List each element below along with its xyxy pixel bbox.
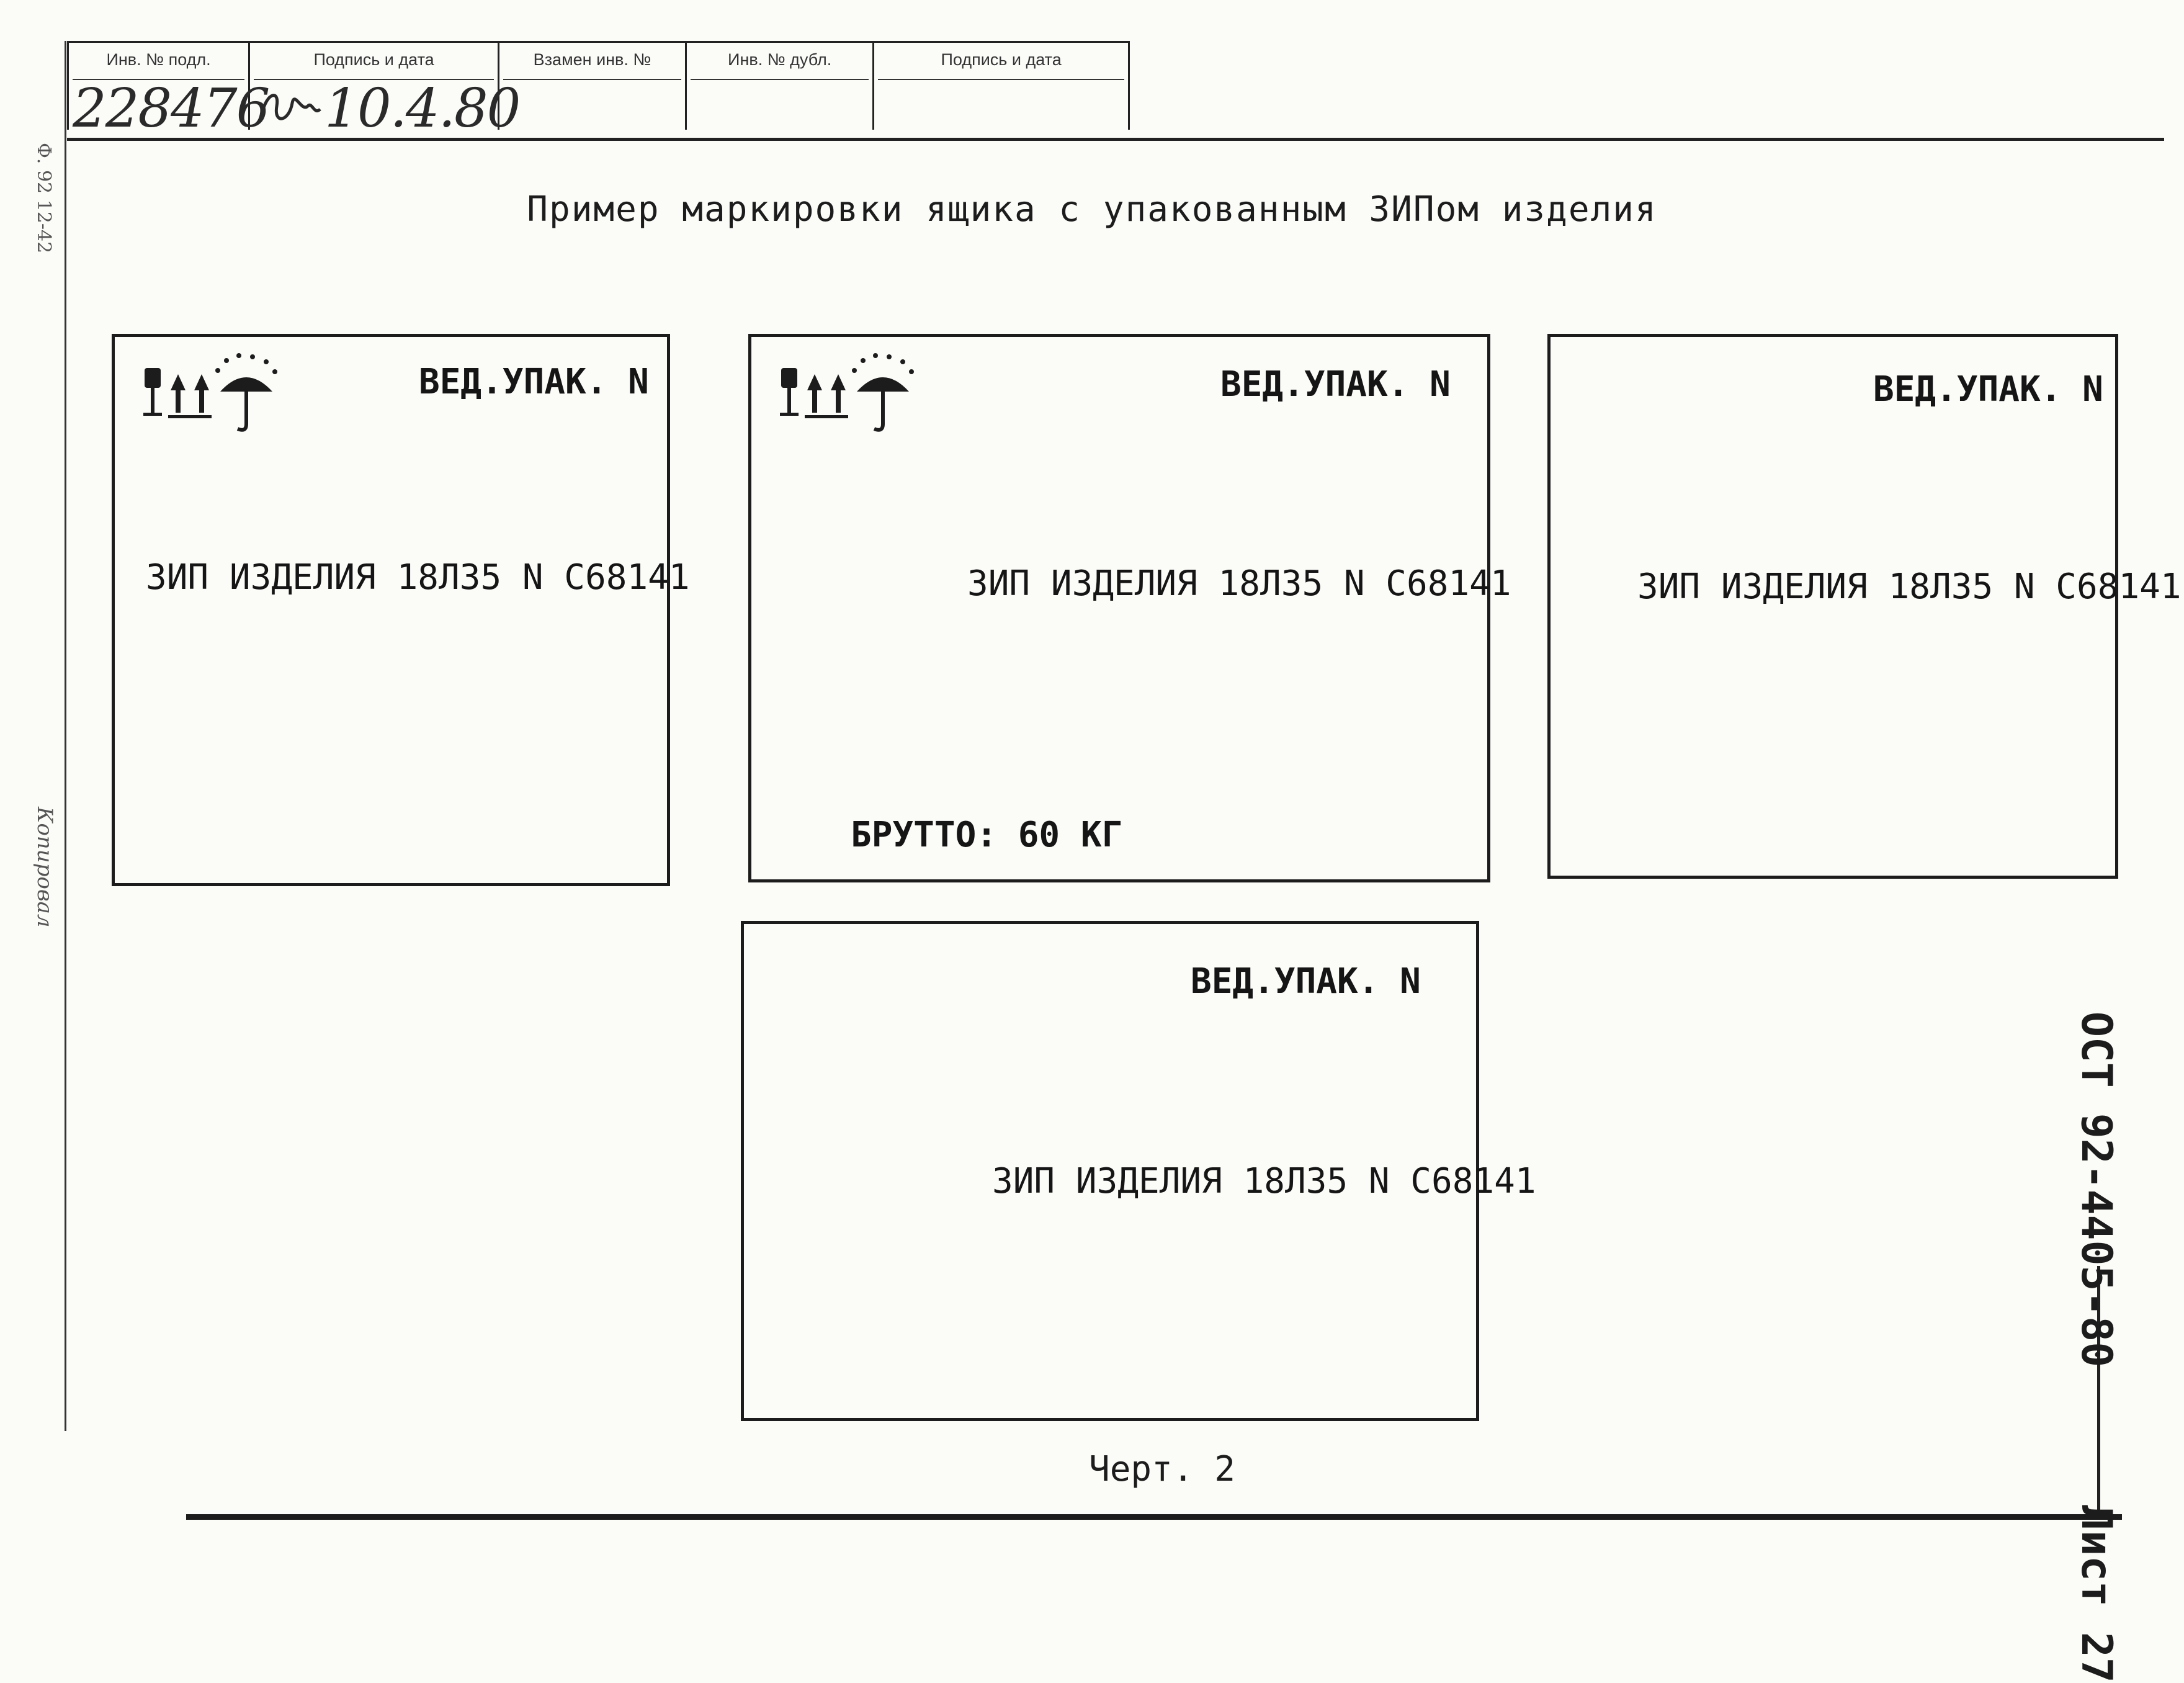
box-pack-label: ВЕД.УПАК. N — [1220, 364, 1451, 405]
box-pack-label: ВЕД.УПАК. N — [1191, 961, 1421, 1002]
side-title-strip: ОСТ 92-4405-80 Лист 27 — [2072, 1012, 2121, 1683]
this-way-up-arrows-icon — [805, 374, 848, 418]
stamp-header: Инв. № дубл. — [728, 50, 832, 69]
marking-box-2: ВЕД.УПАК. N ЗИП ИЗДЕЛИЯ 18Л35 N С68141 Б… — [748, 334, 1511, 882]
frame-top-line — [67, 138, 2164, 141]
box-zip-text: ЗИП ИЗДЕЛИЯ 18Л35 N С68141 — [1637, 567, 2182, 607]
keep-dry-umbrella-icon — [215, 353, 277, 432]
handling-signs-icon — [143, 353, 277, 432]
box-zip-text: ЗИП ИЗДЕЛИЯ 18Л35 N С68141 — [146, 557, 690, 598]
stamp-cell-inventory-original: Инв. № подл. 228476 — [69, 43, 270, 140]
keep-dry-umbrella-icon — [852, 353, 914, 432]
stamp-header: Подпись и дата — [941, 50, 1062, 69]
stamp-cell-signature-date-2: Подпись и дата — [874, 43, 1130, 130]
stamp-header-rule — [503, 79, 682, 80]
stamp-header: Инв. № подл. — [106, 50, 211, 69]
marking-box-3: ВЕД.УПАК. N ЗИП ИЗДЕЛИЯ 18Л35 N С68141 — [1547, 334, 2182, 879]
stamp-header: Подпись и дата — [313, 50, 434, 69]
sheet-number: 27 — [2072, 1631, 2121, 1683]
stamp-header-rule — [878, 79, 1125, 80]
marking-box-4: ВЕД.УПАК. N ЗИП ИЗДЕЛИЯ 18Л35 N С68141 — [741, 921, 1536, 1421]
page-title: Пример маркировки ящика с упакованным ЗИ… — [527, 189, 1657, 230]
fragile-glass-icon — [780, 368, 799, 416]
stamp-header-rule — [254, 79, 494, 80]
marking-box-1: ВЕД.УПАК. N ЗИП ИЗДЕЛИЯ 18Л35 N С68141 — [112, 334, 690, 886]
fragile-glass-icon — [143, 368, 162, 416]
stamp-value-inventory-number: 228476 — [73, 78, 270, 140]
box-zip-text: ЗИП ИЗДЕЛИЯ 18Л35 N С68141 — [967, 563, 1511, 604]
margin-copied-label: Копировал — [32, 807, 57, 928]
stamp-table: Инв. № подл. 228476 Подпись и дата 10.4.… — [67, 41, 1130, 140]
sheet-label: Лист — [2072, 1505, 2121, 1607]
standard-code: ОСТ 92-4405-80 — [2072, 1012, 2121, 1368]
frame-bottom-line — [186, 1514, 2122, 1520]
frame-left-line — [65, 41, 66, 1431]
box-pack-label: ВЕД.УПАК. N — [419, 362, 649, 402]
stamp-cell-signature-date: Подпись и дата 10.4.80 — [250, 43, 521, 140]
this-way-up-arrows-icon — [168, 374, 212, 418]
figure-caption: Черт. 2 — [1089, 1449, 1236, 1489]
box-pack-label: ВЕД.УПАК. N — [1873, 369, 2103, 410]
stamp-value-date: 10.4.80 — [324, 78, 521, 140]
handling-signs-icon — [780, 353, 914, 432]
stamp-cell-duplicate-inventory: Инв. № дубл. — [687, 43, 875, 130]
frame-title-strip-line — [2097, 1266, 2100, 1514]
handwritten-signature — [259, 94, 321, 120]
box-zip-text: ЗИП ИЗДЕЛИЯ 18Л35 N С68141 — [992, 1161, 1536, 1201]
box-gross-weight: БРУТТО: 60 КГ — [851, 815, 1123, 855]
stamp-header-rule — [73, 79, 245, 80]
stamp-cell-replacement-inventory: Взамен инв. № — [499, 43, 687, 130]
stamp-header-rule — [691, 79, 869, 80]
stamp-header: Взамен инв. № — [533, 50, 651, 69]
